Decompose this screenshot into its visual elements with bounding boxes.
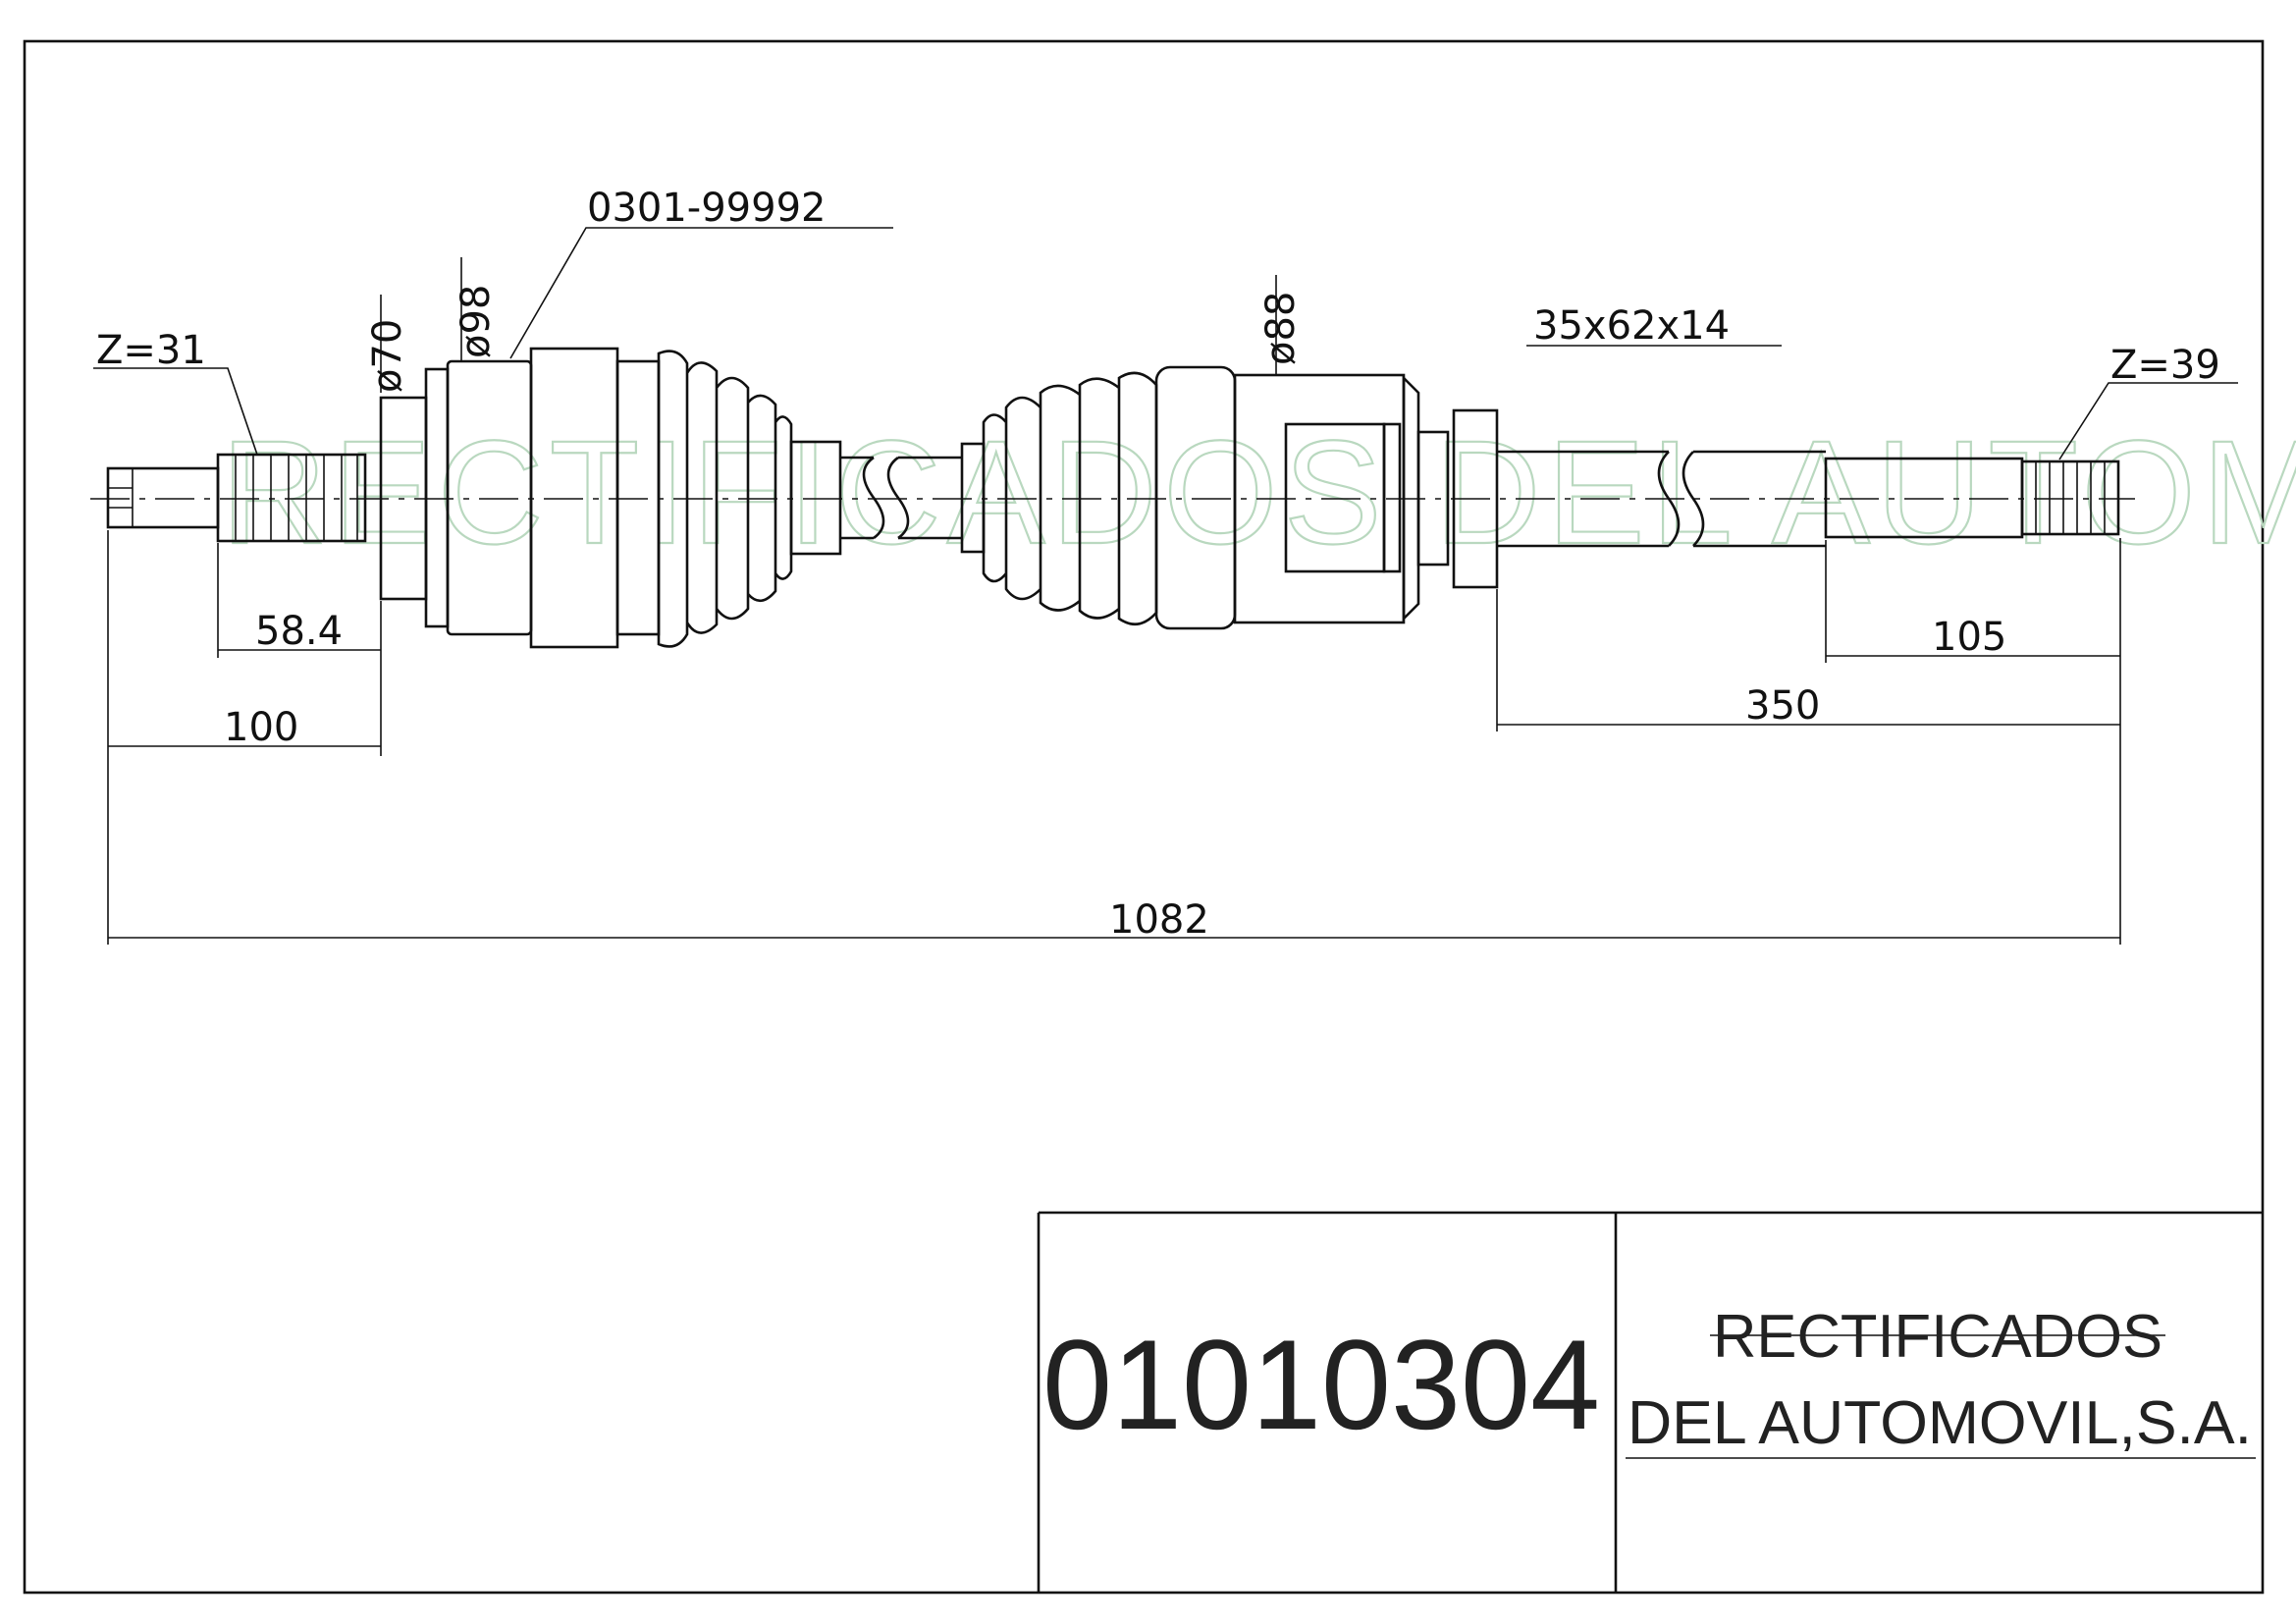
- company-name-line1: RECTIFICADOS: [1713, 1303, 2163, 1371]
- teeth-outer-label: Z=31: [96, 328, 206, 373]
- part-number: 01010304: [1042, 1313, 1600, 1456]
- dim-inner-spline-length: 105: [1932, 615, 2006, 660]
- drawing-frame: [23, 39, 2265, 1595]
- support-bearing: [1452, 408, 1499, 589]
- teeth-inner-label: Z=39: [2110, 343, 2220, 388]
- watermark-text: RECTIFICADOS DEL AUTOMOVIL S.A: [221, 409, 2296, 574]
- diameter-inner-joint: ø88: [1258, 292, 1304, 365]
- dim-outer-end-length: 100: [224, 705, 298, 750]
- outer-stub: [106, 466, 220, 529]
- company-name-line2: DEL AUTOMOVIL,S.A.: [1628, 1389, 2252, 1457]
- outer-boot: [657, 350, 793, 648]
- title-block: [1037, 1211, 2263, 1593]
- drive-shaft: [106, 347, 2120, 649]
- inner-spline: [2020, 460, 2120, 536]
- diameter-outer-small: ø70: [365, 319, 410, 393]
- bearing-label: 35x62x14: [1533, 303, 1730, 349]
- shaft-right: [1497, 450, 1669, 548]
- dim-inner-shaft-length: 350: [1745, 683, 1820, 729]
- inner-boot: [982, 371, 1158, 626]
- dimension-lines: [93, 227, 2238, 945]
- diameter-outer-large: ø98: [454, 285, 499, 358]
- outer-spline: [216, 453, 367, 543]
- dim-spline-length: 58.4: [255, 609, 343, 654]
- dim-total-length: 1082: [1109, 897, 1209, 943]
- shaft-left: [840, 456, 874, 540]
- part-ref-label: 0301-99992: [587, 186, 826, 231]
